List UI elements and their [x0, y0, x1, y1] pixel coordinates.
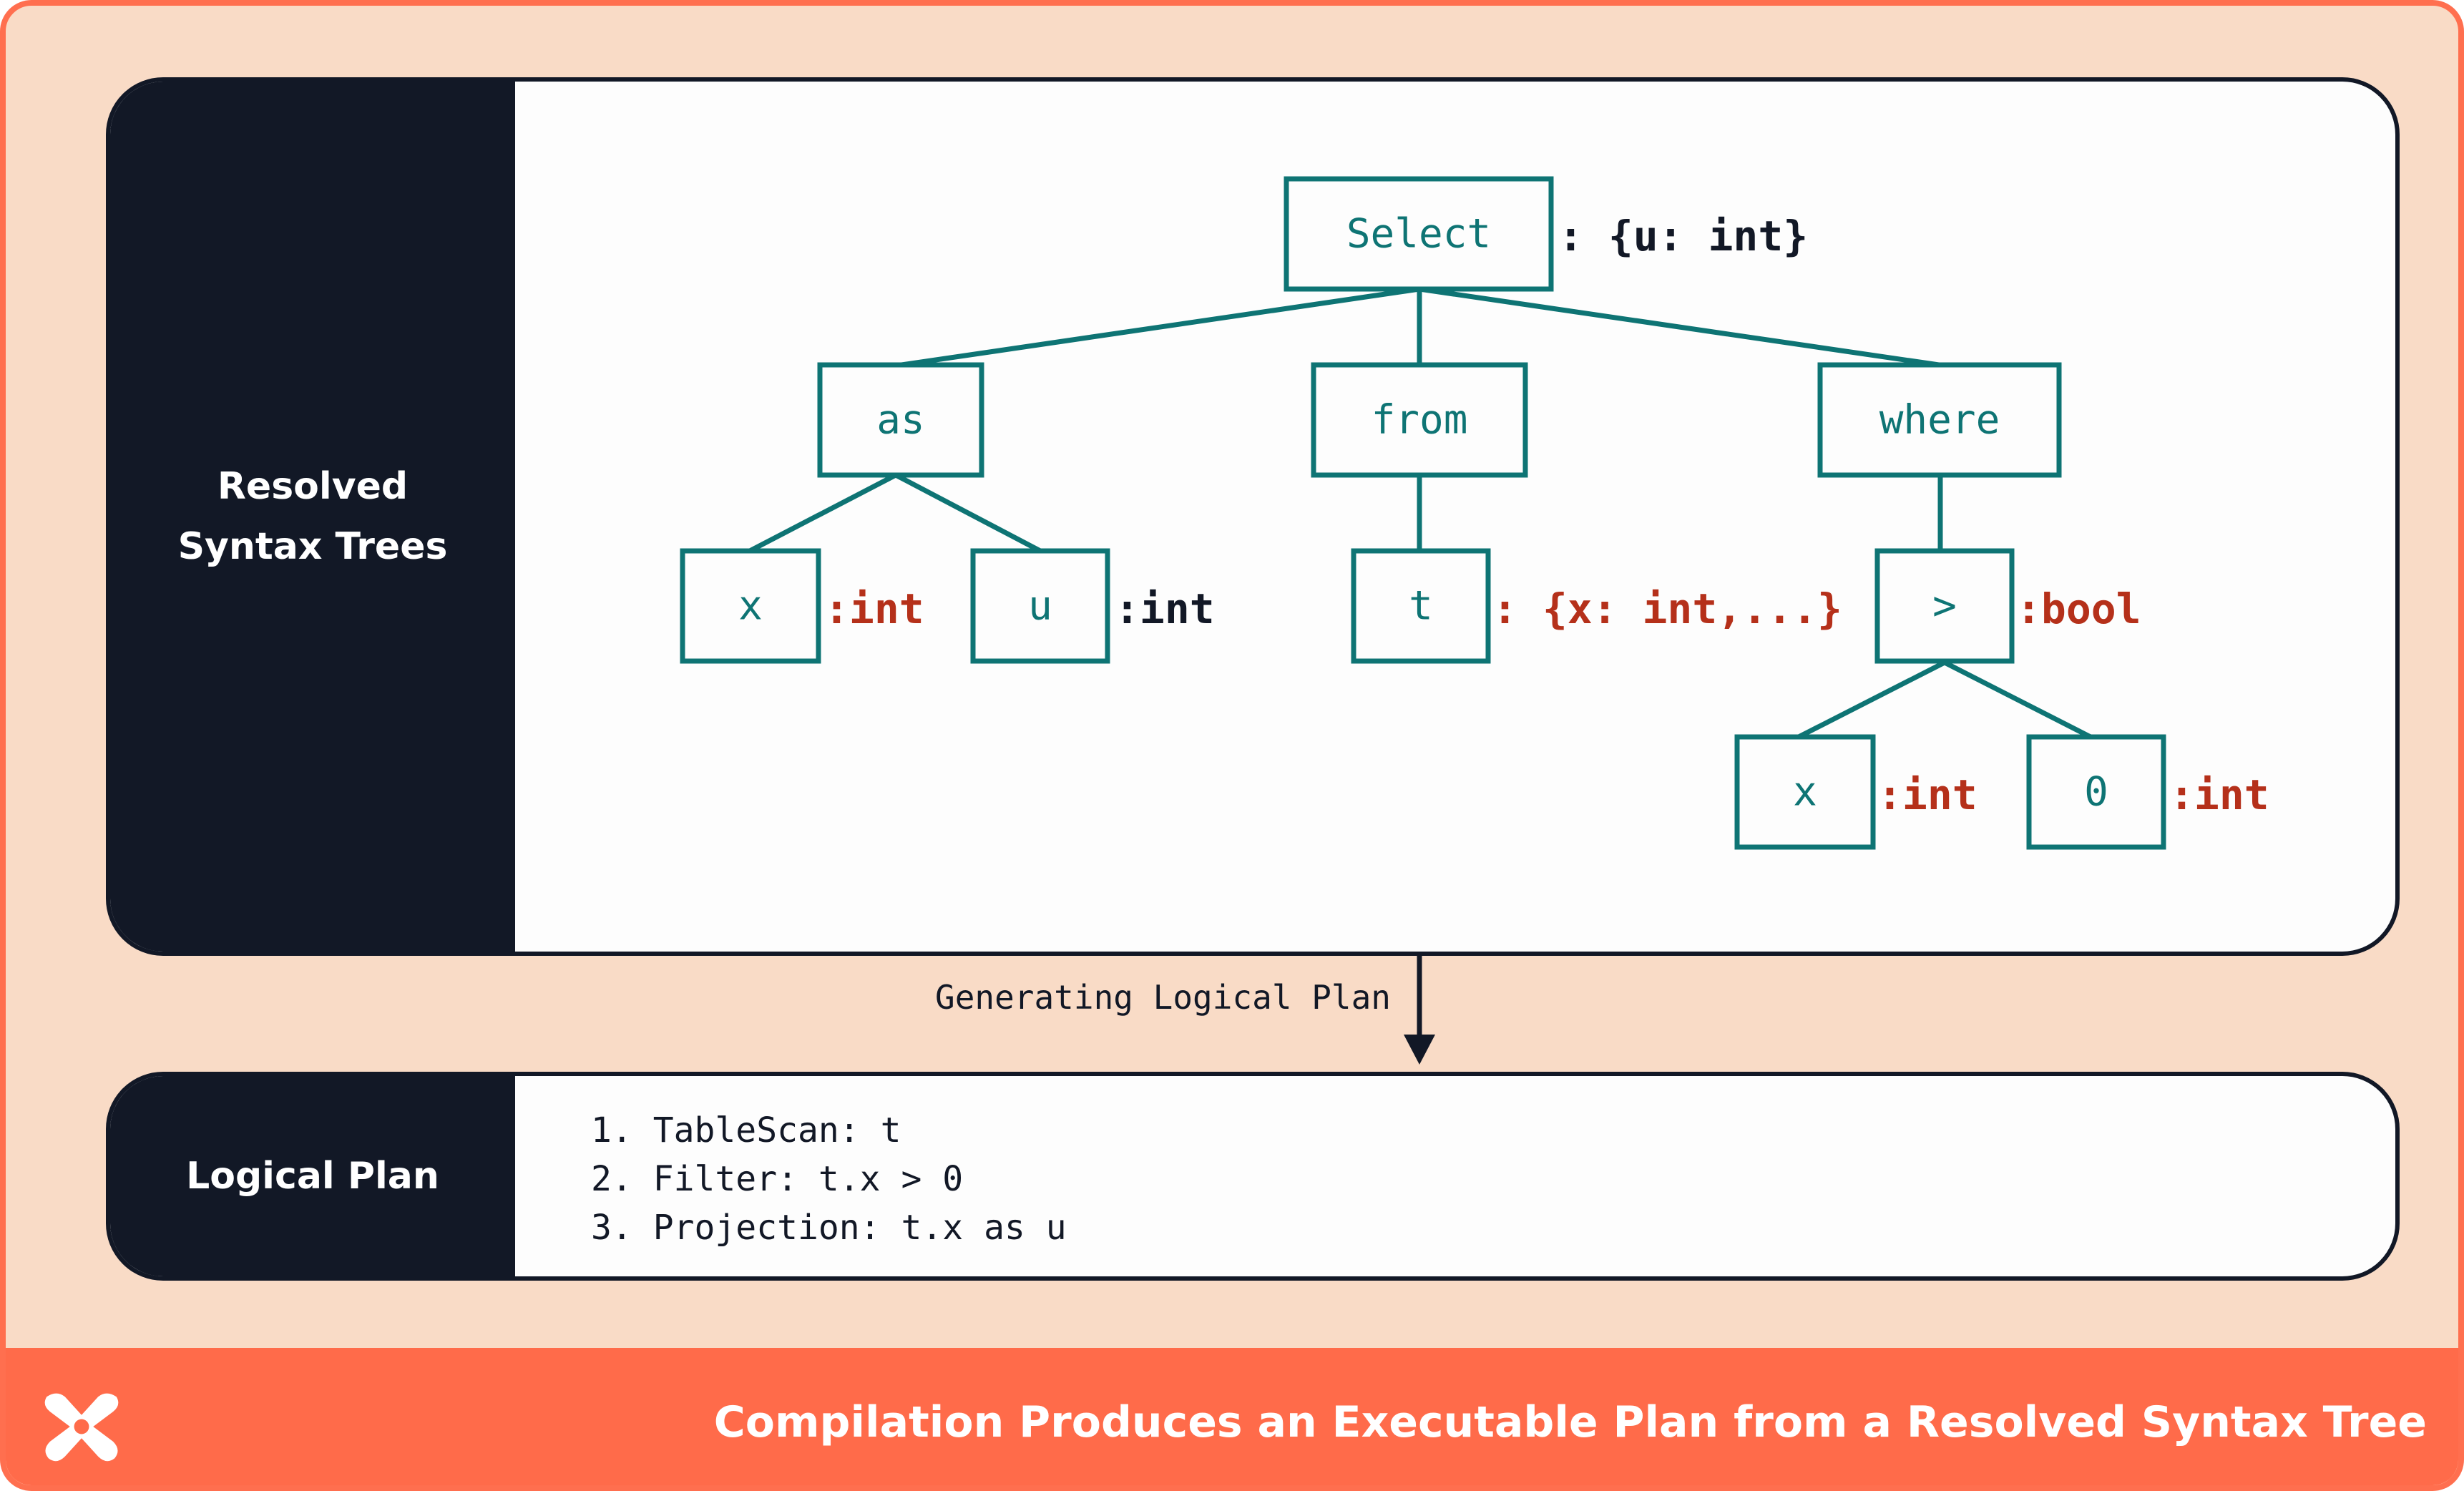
node-as-u-label: u: [1028, 583, 1052, 630]
edge-gt-x: [1797, 660, 1946, 740]
node-from-t-label: t: [1409, 583, 1433, 630]
node-select: [1284, 176, 1554, 292]
node-gt-x-label: x: [1793, 769, 1817, 816]
node-where: [1817, 362, 2062, 478]
x-logo-icon: [44, 1393, 119, 1462]
type-gt: :bool: [2016, 585, 2141, 633]
type-gt-x: :int: [1877, 771, 1977, 819]
node-from-label: from: [1372, 397, 1468, 444]
footer-band: Compilation Produces an Executable Plan …: [6, 1348, 2458, 1485]
node-as-x-label: x: [738, 583, 763, 630]
node-gt-label: >: [1932, 583, 1957, 630]
node-where-label: where: [1879, 397, 2000, 444]
plan-arrow-label: Generating Logical Plan: [935, 978, 1391, 1017]
node-from: [1311, 362, 1528, 478]
edge-gt-0: [1943, 660, 2092, 740]
node-from-t: [1351, 548, 1491, 664]
type-from-t: : {x: int,...}: [1492, 585, 1842, 633]
logical-plan-label: Logical Plan: [110, 1076, 515, 1276]
type-as-u: :int: [1115, 585, 1215, 633]
type-as-x: :int: [824, 585, 924, 633]
node-as-label: as: [876, 397, 924, 444]
node-select-label: Select: [1346, 211, 1491, 258]
edge-as-x: [748, 472, 897, 554]
plan-step: 1. TableScan: t: [591, 1110, 901, 1150]
node-as: [817, 362, 984, 478]
type-select: : {u: int}: [1558, 212, 1808, 260]
node-as-x: [680, 548, 821, 664]
syntax-trees-label-line1: Resolved: [217, 465, 409, 508]
edge-select-as: [901, 286, 1420, 368]
tree-nodes: [680, 176, 2166, 850]
plan-step: 3. Projection: t.x as u: [591, 1208, 1067, 1248]
syntax-trees-label: Resolved Syntax Trees: [110, 82, 515, 952]
syntax-trees-label-line2: Syntax Trees: [177, 525, 448, 568]
footer-title: Compilation Produces an Executable Plan …: [713, 1397, 2427, 1447]
node-gt-x: [1734, 734, 1876, 850]
type-gt-0: :int: [2169, 771, 2269, 819]
node-gt: [1874, 548, 2015, 664]
plan-arrow-head: [1404, 1035, 1435, 1065]
logical-plan-panel: Logical Plan 1. TableScan: t 2. Filter: …: [106, 1072, 2400, 1281]
node-gt-0-label: 0: [2084, 769, 2108, 816]
tree-edges: [748, 286, 2092, 740]
node-as-u: [970, 548, 1110, 664]
edge-as-u: [894, 472, 1042, 554]
plan-step: 2. Filter: t.x > 0: [591, 1159, 964, 1199]
plan-steps: 1. TableScan: t 2. Filter: t.x > 0 3. Pr…: [591, 1106, 1067, 1252]
node-gt-0: [2026, 734, 2166, 850]
syntax-trees-panel: Resolved Syntax Trees: [106, 77, 2400, 956]
edge-select-where: [1419, 286, 1940, 368]
